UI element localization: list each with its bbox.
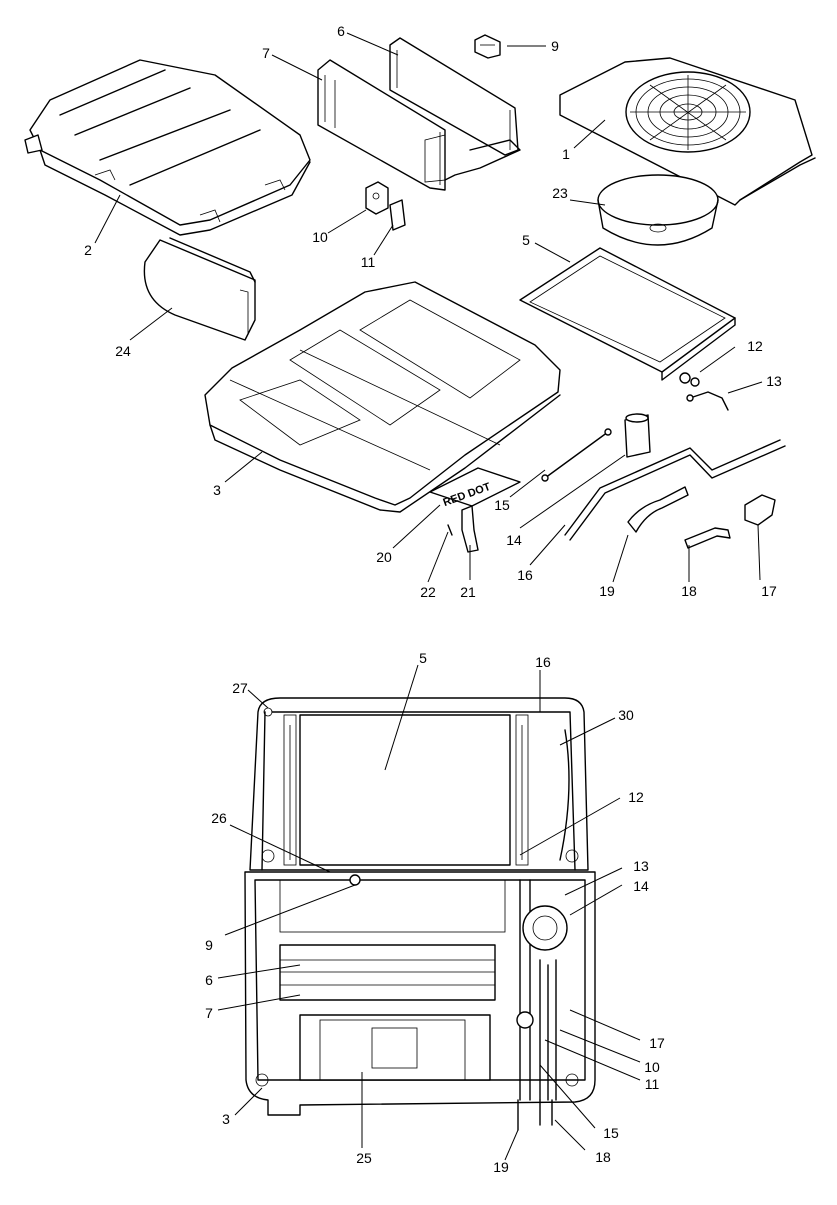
callout-top-15: 15 bbox=[494, 497, 510, 513]
callout-bottom-6: 6 bbox=[205, 972, 213, 988]
callout-bottom-12: 12 bbox=[628, 789, 644, 805]
callout-bottom-18: 18 bbox=[595, 1149, 611, 1165]
part-15-tube bbox=[541, 428, 612, 482]
part-11-bracket bbox=[389, 199, 406, 231]
bottom-plan-view bbox=[244, 697, 596, 1131]
bottom-leaders bbox=[217, 664, 641, 1161]
callout-top-18: 18 bbox=[681, 583, 697, 599]
callout-top-16: 16 bbox=[517, 567, 533, 583]
part-2-cover bbox=[24, 59, 311, 236]
part-14-drier bbox=[624, 413, 651, 458]
part-24-blower bbox=[143, 237, 256, 341]
callout-bottom-3: 3 bbox=[222, 1111, 230, 1127]
callout-top-7: 7 bbox=[262, 45, 270, 61]
callout-bottom-7: 7 bbox=[205, 1005, 213, 1021]
callout-top-11: 11 bbox=[360, 254, 376, 270]
part-1-shroud bbox=[559, 57, 816, 206]
callout-bottom-9: 9 bbox=[205, 937, 213, 953]
callout-bottom-11: 11 bbox=[644, 1076, 660, 1092]
callout-top-20: 20 bbox=[376, 549, 392, 565]
callout-bottom-16: 16 bbox=[535, 654, 551, 670]
callout-bottom-19: 19 bbox=[493, 1159, 509, 1175]
callout-top-17: 17 bbox=[761, 583, 777, 599]
part-12-fitting bbox=[679, 372, 700, 387]
callout-bottom-27: 27 bbox=[232, 680, 248, 696]
part-16-line bbox=[564, 439, 786, 541]
part-10-valve bbox=[365, 181, 389, 215]
callout-top-19: 19 bbox=[599, 583, 615, 599]
part-19-hose bbox=[627, 486, 689, 533]
callout-bottom-30: 30 bbox=[618, 707, 634, 723]
callout-bottom-5: 5 bbox=[419, 650, 427, 666]
callout-bottom-26: 26 bbox=[211, 810, 227, 826]
callout-top-14: 14 bbox=[506, 532, 522, 548]
part-17-valve bbox=[744, 494, 776, 526]
callout-top-22: 22 bbox=[420, 584, 436, 600]
callout-top-2: 2 bbox=[84, 242, 92, 258]
part-23-fan-ring bbox=[597, 174, 719, 246]
callout-top-23: 23 bbox=[552, 185, 568, 201]
callout-top-10: 10 bbox=[312, 229, 328, 245]
callout-top-3: 3 bbox=[213, 482, 221, 498]
callout-bottom-15: 15 bbox=[603, 1125, 619, 1141]
callout-top-9: 9 bbox=[551, 38, 559, 54]
callout-bottom-14: 14 bbox=[633, 878, 649, 894]
part-6-coil bbox=[389, 37, 521, 181]
callout-bottom-10: 10 bbox=[644, 1059, 660, 1075]
part-5-filter bbox=[519, 247, 736, 381]
callout-bottom-13: 13 bbox=[633, 858, 649, 874]
callout-top-6: 6 bbox=[337, 23, 345, 39]
callout-bottom-17: 17 bbox=[649, 1035, 665, 1051]
top-leaders bbox=[94, 32, 763, 583]
part-3-base bbox=[204, 281, 561, 513]
callout-top-5: 5 bbox=[522, 232, 530, 248]
part-9-bracket bbox=[474, 34, 501, 59]
callout-top-1: 1 bbox=[562, 146, 570, 162]
part-18-hose bbox=[684, 527, 731, 549]
callout-top-21: 21 bbox=[460, 584, 476, 600]
callout-top-24: 24 bbox=[115, 343, 131, 359]
part-21-latch bbox=[461, 505, 479, 553]
part-22-clip bbox=[447, 524, 453, 536]
part-13-line bbox=[686, 391, 729, 411]
callout-top-13: 13 bbox=[766, 373, 782, 389]
callout-top-12: 12 bbox=[747, 338, 763, 354]
callout-bottom-25: 25 bbox=[356, 1150, 372, 1166]
